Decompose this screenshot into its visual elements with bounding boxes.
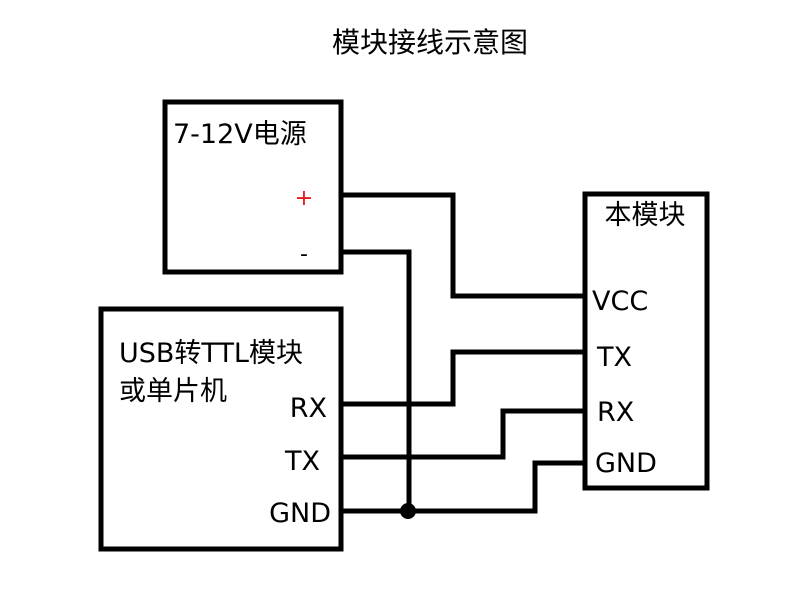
wire-usb-tx-to-module-rx <box>338 408 588 460</box>
power-plus-label: + <box>295 186 313 211</box>
usb-ttl-label-line1: USB转TTL模块 <box>119 338 303 369</box>
module-pin-vcc: VCC <box>592 286 648 317</box>
module-pin-gnd: GND <box>595 448 657 479</box>
usb-ttl-box: USB转TTL模块 或单片机 RX TX GND <box>98 306 344 552</box>
module-pin-rx: RX <box>597 397 634 428</box>
diagram-title: 模块接线示意图 <box>332 26 528 59</box>
module-pin-tx: TX <box>596 342 632 373</box>
usb-ttl-outline <box>98 306 344 552</box>
this-module-outline <box>582 191 710 491</box>
usb-pin-tx: TX <box>284 446 320 477</box>
this-module-box: 本模块 VCC TX RX GND <box>582 191 710 491</box>
power-supply-label: 7-12V电源 <box>173 119 307 150</box>
power-supply-box: 7-12V电源 + - <box>162 99 344 275</box>
ground-junction-dot <box>400 503 416 519</box>
usb-ttl-label-line2: 或单片机 <box>119 376 227 407</box>
wire-power-plus-to-vcc <box>338 192 588 299</box>
usb-pin-rx: RX <box>290 393 327 424</box>
wire-usb-rx-to-module-tx <box>338 349 588 407</box>
wire-power-minus-to-ground <box>338 249 412 514</box>
wire-usb-gnd-to-module-gnd <box>338 460 588 514</box>
power-minus-label: - <box>300 242 308 267</box>
this-module-label: 本模块 <box>605 200 686 231</box>
power-supply-outline <box>162 99 344 275</box>
usb-pin-gnd: GND <box>269 498 331 529</box>
